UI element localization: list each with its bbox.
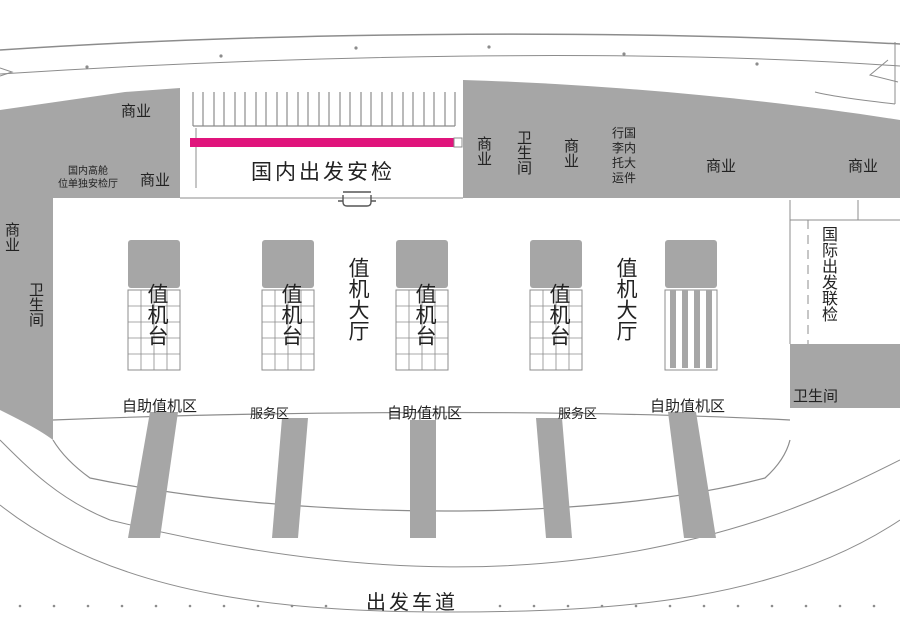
label-service: 服务区 [558,407,598,422]
label-luggage-check: 行国 李内 托大 运件 [612,126,637,185]
label-commerce: 商业 [3,222,21,252]
security-bar [190,138,454,147]
label-checkin-counter: 值机台 [145,283,169,346]
area-restroom-right [790,344,900,408]
label-self-checkin: 自助值机区 [650,397,726,415]
area-restroom-left [0,198,53,440]
label-self-checkin: 自助值机区 [387,404,463,422]
label-commerce: 商业 [121,102,152,120]
label-checkin-counter: 值机台 [547,283,571,346]
label-commerce: 商业 [848,157,879,175]
label-commerce: 商业 [706,157,737,175]
label-commerce: 商业 [562,138,580,168]
label-domestic-security: 国内出发安检 [251,160,395,184]
label-first-class-security: 国内高舱 位单独安检厅 [58,166,118,190]
label-departure-lane: 出发车道 [366,590,458,614]
label-international-security: 国际出发联检 [819,226,838,322]
label-restroom: 卫生间 [793,387,839,405]
security-lanes [192,92,456,127]
label-restroom: 卫生间 [515,130,533,175]
area-commerce-left-top [0,88,180,198]
label-service: 服务区 [250,407,290,422]
security-gate-icon [338,191,376,207]
area-commerce-right [463,80,900,198]
commercial-areas [0,80,900,440]
label-restroom: 卫生间 [27,282,45,327]
international-security-lanes [789,200,900,344]
label-commerce: 商业 [475,136,493,166]
label-checkin-counter: 值机台 [413,283,437,346]
bridges [128,412,716,538]
checkin-islands [127,240,718,371]
label-checkin-hall: 值机大厅 [614,257,638,341]
lane-dots [18,604,876,608]
label-checkin-hall: 值机大厅 [346,257,370,341]
label-self-checkin: 自助值机区 [122,397,198,415]
label-checkin-counter: 值机台 [279,283,303,346]
label-commerce: 商业 [140,171,171,189]
